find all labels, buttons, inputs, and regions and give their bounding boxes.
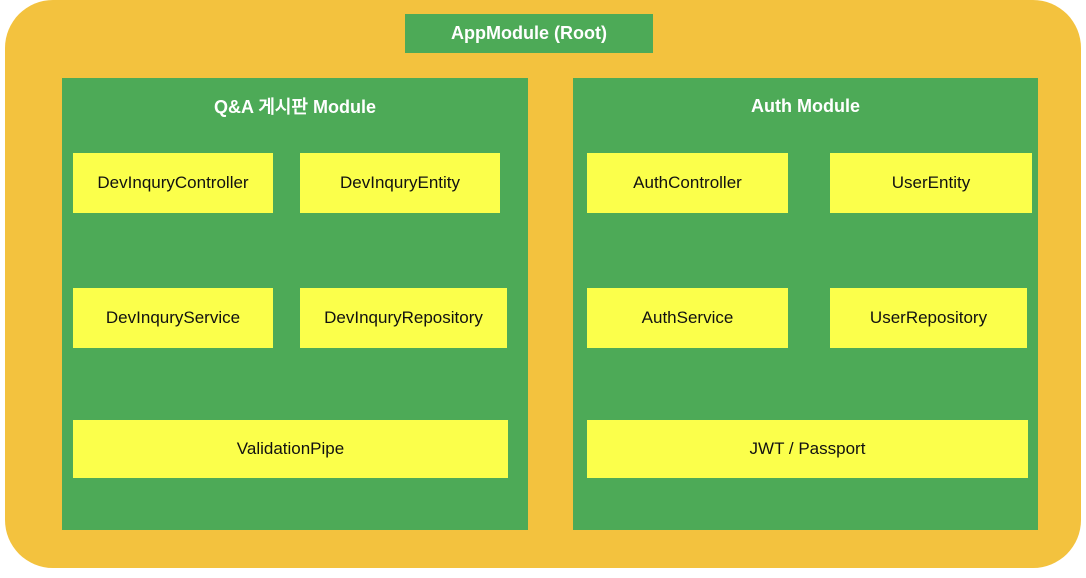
component-user-repository: UserRepository [830,288,1027,348]
component-devinqury-service: DevInquryService [73,288,273,348]
component-jwt-passport: JWT / Passport [587,420,1028,478]
component-devinqury-repository: DevInquryRepository [300,288,507,348]
module-auth-title: Auth Module [751,95,860,116]
component-auth-controller: AuthController [587,153,788,213]
component-devinqury-controller: DevInquryController [73,153,273,213]
app-module-root-label: AppModule (Root) [451,23,607,43]
component-devinqury-entity: DevInquryEntity [300,153,500,213]
component-auth-service: AuthService [587,288,788,348]
module-qna-board-title: Q&A 게시판 Module [213,97,376,117]
component-user-entity: UserEntity [830,153,1032,213]
app-module-root-box: AppModule (Root) [405,14,653,53]
component-validation-pipe: ValidationPipe [73,420,508,478]
